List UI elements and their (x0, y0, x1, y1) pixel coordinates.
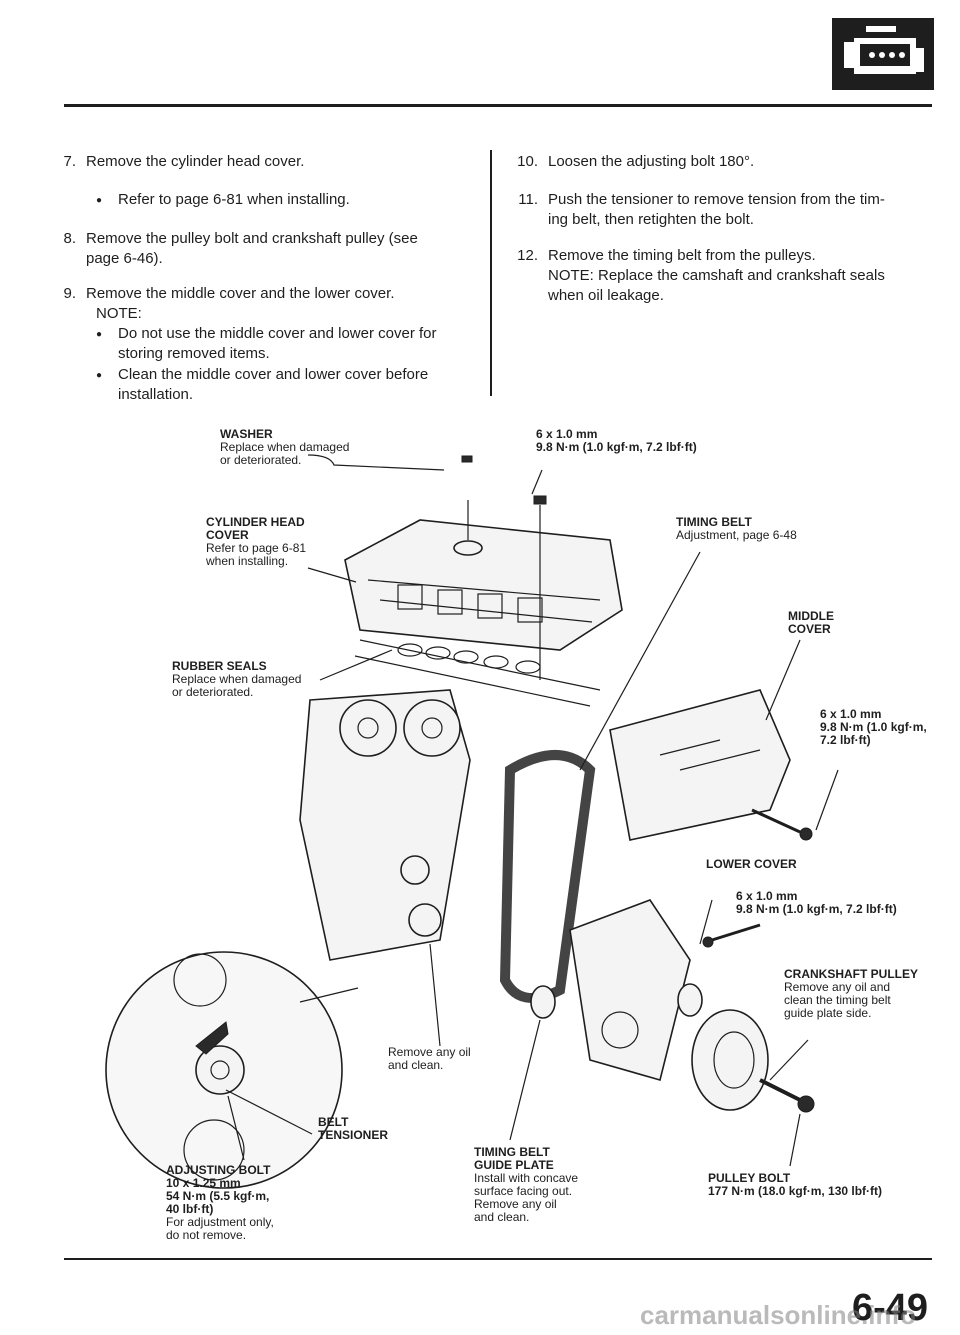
label-guide-plate: TIMING BELT GUIDE PLATE Install with con… (474, 1145, 579, 1224)
crankshaft-pulley (691, 1009, 769, 1111)
watermark: carmanualsonline.info (640, 1300, 916, 1330)
page-number: 6-49 (852, 1287, 929, 1329)
label-crankshaft-pulley: CRANKSHAFT PULLEY Remove any oil and cle… (784, 967, 918, 1020)
label-belt-tensioner: BELT TENSIONER (318, 1115, 389, 1142)
label-pulley-bolt: PULLEY BOLT 177 N·m (18.0 kgf·m, 130 lbf… (708, 1171, 883, 1198)
label-timing-belt: TIMING BELT Adjustment, page 6-48 (676, 515, 797, 542)
rubber-seals-gasket (354, 639, 601, 707)
label-bolt-lower: 6 x 1.0 mm 9.8 N·m (1.0 kgf·m, 7.2 lbf·f… (736, 889, 897, 916)
header-rule (64, 104, 932, 107)
timing-belt (499, 750, 596, 1003)
footer-rule (64, 1258, 932, 1260)
column-divider (490, 150, 492, 396)
label-cylinder-head-cover: CYLINDER HEAD COVER Refer to page 6-81 w… (206, 515, 307, 568)
engine-icon (832, 18, 934, 90)
label-bolt-middle: 6 x 1.0 mm 9.8 N·m (1.0 kgf·m, 7.2 lbf·f… (820, 707, 927, 747)
step-9-note: NOTE: (96, 305, 142, 322)
label-rubber-seals: RUBBER SEALS Replace when damaged or det… (172, 659, 302, 699)
lower-cover (569, 899, 691, 1081)
cylinder-head-cover (344, 519, 623, 651)
label-bolt-top: 6 x 1.0 mm 9.8 N·m (1.0 kgf·m, 7.2 lbf·f… (536, 427, 697, 454)
label-remove-oil: Remove any oil and clean. (388, 1045, 471, 1072)
label-washer: WASHER Replace when damaged or deteriora… (220, 427, 350, 467)
step-9-bullet-2: Clean the middle cover and lower cover b… (96, 365, 428, 405)
engine-block (299, 689, 471, 961)
washer (453, 540, 483, 556)
label-lower-cover: LOWER COVER (706, 857, 797, 871)
step-9-bullet-1: Do not use the middle cover and lower co… (96, 324, 436, 364)
step-7-bullet: Refer to page 6-81 when installing. (96, 190, 350, 211)
timing-belt-guide-plate (530, 985, 556, 1019)
label-middle-cover: MIDDLE COVER (788, 609, 834, 636)
label-adjusting-bolt: ADJUSTING BOLT 10 x 1.25 mm 54 N·m (5.5 … (166, 1163, 274, 1242)
